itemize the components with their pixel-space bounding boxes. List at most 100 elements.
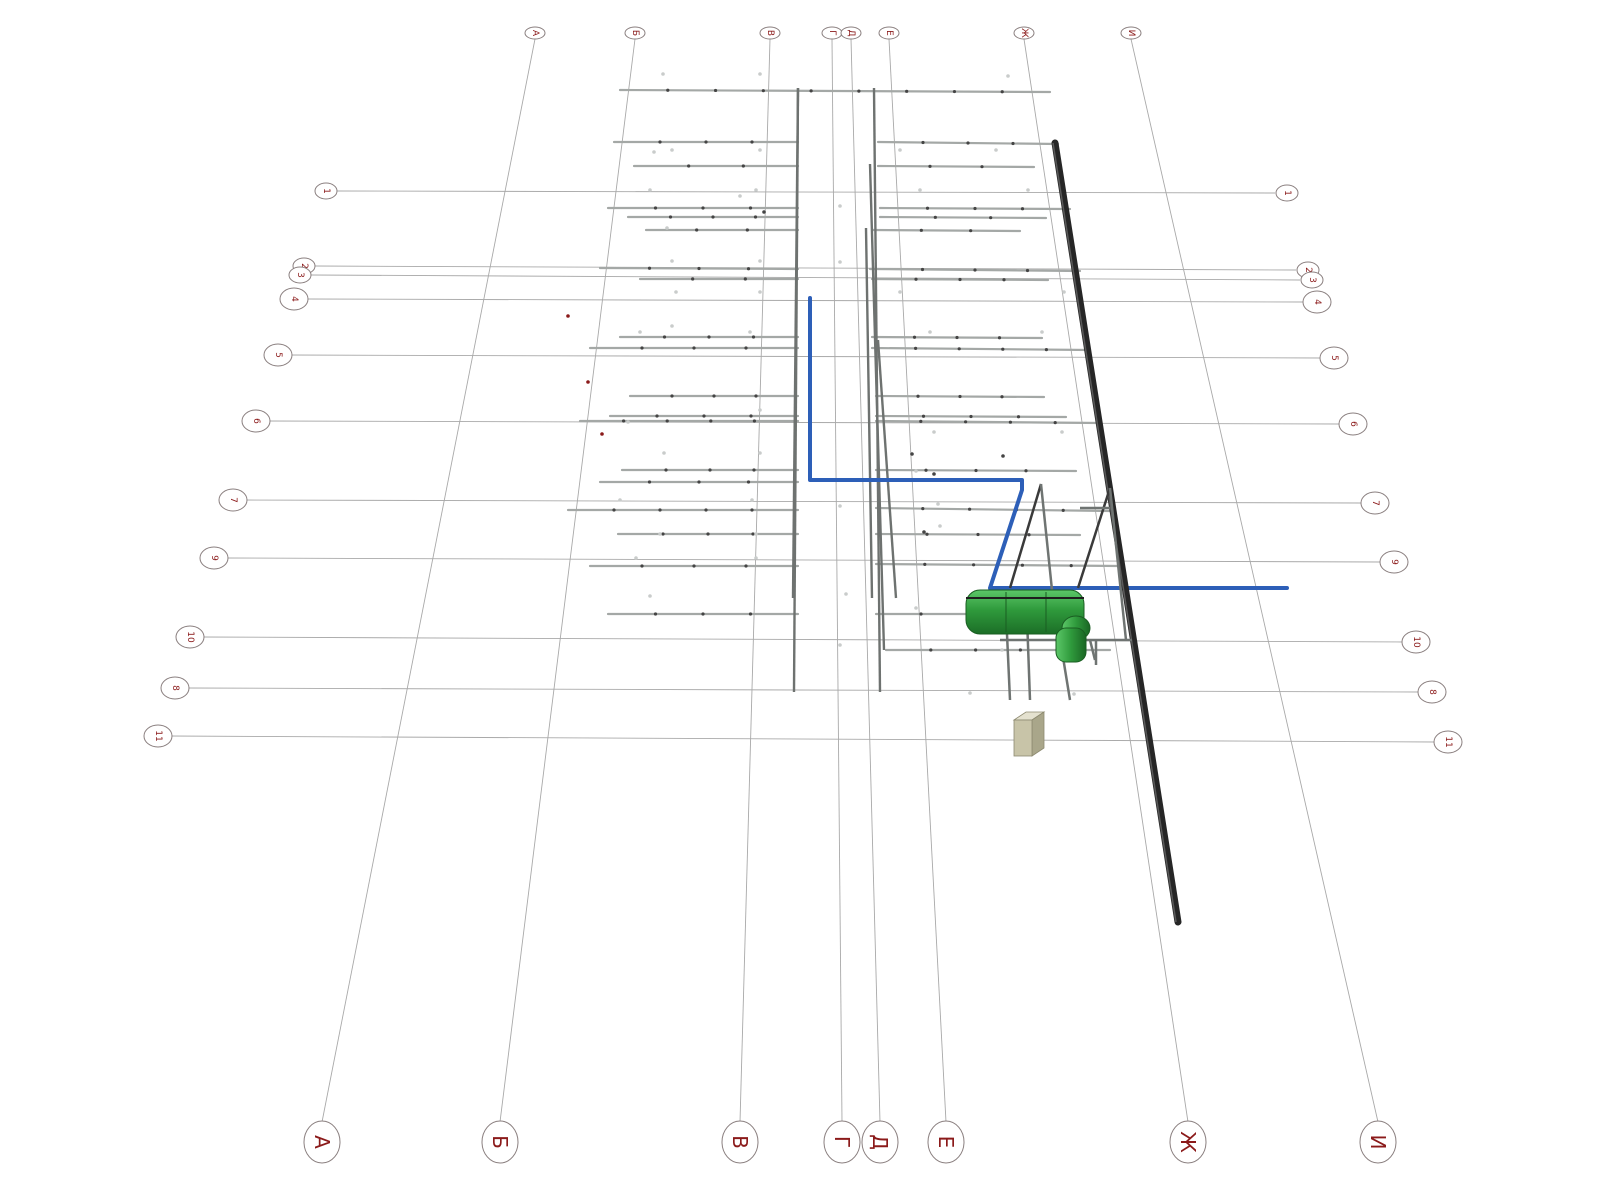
- sprinkler-head: [914, 346, 918, 350]
- sprinkler-head: [709, 419, 713, 423]
- sprinkler-dot: [1026, 188, 1030, 192]
- axis-bubble-right-circle: [1417, 680, 1447, 704]
- distribution-pipe: [792, 87, 800, 693]
- sprinkler-dot: [1000, 648, 1004, 652]
- axis-bubble-bottom: Ж: [1169, 1120, 1207, 1164]
- axis-bubble-left: 8: [160, 676, 190, 700]
- sprinkler-dot: [638, 330, 642, 334]
- sprinkler-head: [665, 419, 669, 423]
- sprinkler-head: [919, 612, 923, 616]
- axis-bubble-top: Д: [840, 26, 862, 40]
- sprinkler-head: [969, 414, 973, 419]
- sprinkler-head: [925, 206, 930, 210]
- sprinkler-head: [761, 89, 765, 93]
- axis-bubble-bottom: И: [1359, 1120, 1397, 1164]
- sprinkler-head: [658, 508, 662, 512]
- sprinkler-head: [969, 229, 973, 233]
- sprinkler-head: [1020, 563, 1024, 567]
- branch-pipe: [876, 164, 1036, 169]
- grid-line-number: [303, 298, 1306, 303]
- branch-pipe: [870, 346, 1092, 352]
- sprinkler-head: [912, 335, 917, 339]
- sprinkler-head: [973, 206, 977, 211]
- sprinkler-head: [752, 419, 757, 423]
- sprinkler-dot: [670, 259, 674, 263]
- axis-bubble-right-circle: [1275, 184, 1299, 202]
- axis-bubble-bottom-circle: [1169, 1120, 1207, 1164]
- axis-bubble-bottom: Д: [861, 1120, 899, 1164]
- axis-bubble-right-label: 9: [1389, 559, 1399, 565]
- axis-bubble-bottom-circle: [927, 1120, 965, 1164]
- sprinkler-dot: [665, 226, 669, 230]
- axis-bubble-top-circle: [878, 26, 900, 40]
- axis-bubble-bottom-label: В: [728, 1135, 752, 1149]
- axis-bubble-top-label: Г: [827, 30, 837, 36]
- sprinkler-head: [661, 532, 665, 536]
- axis-bubble-right-label: 1: [1282, 190, 1292, 196]
- axis-bubble-left-circle: [143, 724, 173, 748]
- fitting-dot: [922, 530, 926, 534]
- sprinkler-dot: [670, 324, 674, 328]
- sprinkler-head: [857, 89, 861, 93]
- grid-line-letter: [739, 38, 771, 1123]
- sprinkler-head: [933, 215, 937, 219]
- axis-bubble-top-circle: [1013, 26, 1035, 40]
- axis-bubble-right-label: 3: [1307, 277, 1317, 283]
- sprinkler-head: [640, 564, 644, 568]
- grid-line-letter: [850, 38, 881, 1123]
- fitting-dot: [910, 452, 914, 456]
- axis-bubble-bottom-circle: [823, 1120, 861, 1164]
- axis-bubble-right: 10: [1401, 630, 1431, 654]
- axis-bubble-left: 5: [263, 343, 293, 367]
- axis-bubble-right: 6: [1338, 412, 1368, 436]
- sprinkler-head: [695, 228, 699, 232]
- axis-bubble-top-circle: [1120, 26, 1142, 40]
- sprinkler-head: [1000, 395, 1004, 399]
- sprinkler-head: [968, 507, 972, 511]
- fitting-dot: [1001, 454, 1005, 458]
- sprinkler-dot: [754, 188, 758, 192]
- main-supply-pipe: [808, 296, 1289, 590]
- sprinkler-dot: [758, 408, 762, 412]
- axis-bubble-right-circle: [1300, 271, 1324, 289]
- sprinkler-dot: [758, 72, 762, 76]
- sprinkler-head: [921, 140, 925, 145]
- sprinkler-head: [744, 346, 748, 350]
- sprinkler-head: [920, 267, 925, 272]
- grid-line-number: [223, 557, 1383, 563]
- sprinkler-head: [749, 414, 753, 418]
- axis-bubble-left: 4: [279, 287, 309, 311]
- sprinkler-dot: [754, 532, 758, 536]
- sprinkler-head: [704, 140, 708, 144]
- sprinkler-head: [921, 414, 926, 418]
- marker-dot: [586, 380, 590, 384]
- sprinkler-head: [706, 532, 710, 536]
- sprinkler-head: [1025, 268, 1030, 273]
- sprinkler-head: [701, 612, 705, 616]
- sprinkler-dot: [898, 148, 902, 152]
- grid-line-letter: [499, 38, 636, 1123]
- axis-bubble-left-circle: [263, 343, 293, 367]
- sprinkler-dot: [758, 148, 762, 152]
- axis-bubble-left: 10: [175, 625, 205, 649]
- sprinkler-dot: [670, 148, 674, 152]
- sprinkler-dot: [838, 504, 842, 508]
- axis-bubble-top-label: Ж: [1019, 28, 1029, 38]
- axis-bubble-right: 11: [1433, 730, 1463, 754]
- sprinkler-head: [750, 508, 754, 512]
- sprinkler-dot: [914, 469, 918, 473]
- sprinkler-head: [957, 347, 961, 351]
- branch-pipe: [870, 228, 1022, 233]
- sprinkler-dot: [748, 330, 752, 334]
- axis-bubble-top: А: [524, 26, 546, 40]
- axis-bubble-left-circle: [314, 182, 338, 200]
- axis-bubble-bottom: Е: [927, 1120, 965, 1164]
- sprinkler-head: [972, 563, 976, 567]
- sprinkler-dot: [674, 290, 678, 294]
- sprinkler-head: [989, 216, 993, 220]
- grid-line-number: [184, 687, 1421, 693]
- sprinkler-head: [928, 164, 932, 168]
- sprinkler-head: [702, 414, 706, 418]
- sprinkler-dot: [928, 330, 932, 334]
